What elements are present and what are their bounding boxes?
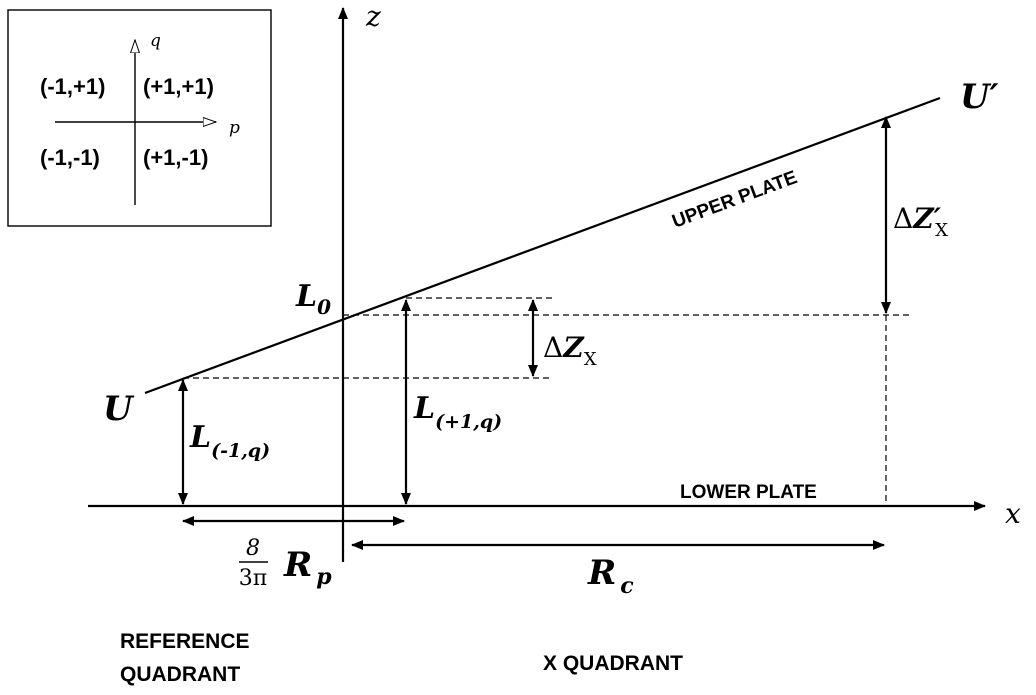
quadrant-legend: q p (-1,+1) (+1,+1) (-1,-1) (+1,-1) xyxy=(7,9,272,227)
reference-quadrant-line2: QUADRANT xyxy=(120,663,240,686)
rp-fraction-denominator: 3π xyxy=(239,566,267,591)
legend-p-label: p xyxy=(229,118,240,138)
x-quadrant-label: X QUADRANT xyxy=(543,652,683,675)
delta-zx-label: ΔZX xyxy=(543,331,597,370)
legend-bottom-left: (-1,-1) xyxy=(40,145,100,170)
endpoint-u-prime-label: U′ xyxy=(960,77,999,117)
l0-label: L0 xyxy=(295,279,331,319)
z-axis-label: z xyxy=(365,0,381,33)
legend-frame xyxy=(7,9,272,227)
legend-bottom-right: (+1,-1) xyxy=(143,145,208,170)
l-plus-label: L(+1,q) xyxy=(413,391,502,433)
rp-fraction-numerator: 8 xyxy=(246,536,260,561)
legend-top-left: (-1,+1) xyxy=(40,74,105,99)
upper-plate-line xyxy=(144,96,941,395)
endpoint-u-label: U xyxy=(103,389,135,429)
x-axis-label: x xyxy=(1005,497,1021,530)
legend-q-label: q xyxy=(150,31,161,51)
l-minus-label: L(-1,q) xyxy=(189,420,270,462)
upper-plate-label: UPPER PLATE xyxy=(669,167,800,233)
delta-zx-prime-label: ΔZ′X xyxy=(893,202,948,241)
reference-quadrant-line1: REFERENCE xyxy=(120,630,250,653)
legend-top-right: (+1,+1) xyxy=(143,74,214,99)
lower-plate-label: LOWER PLATE xyxy=(680,482,817,503)
